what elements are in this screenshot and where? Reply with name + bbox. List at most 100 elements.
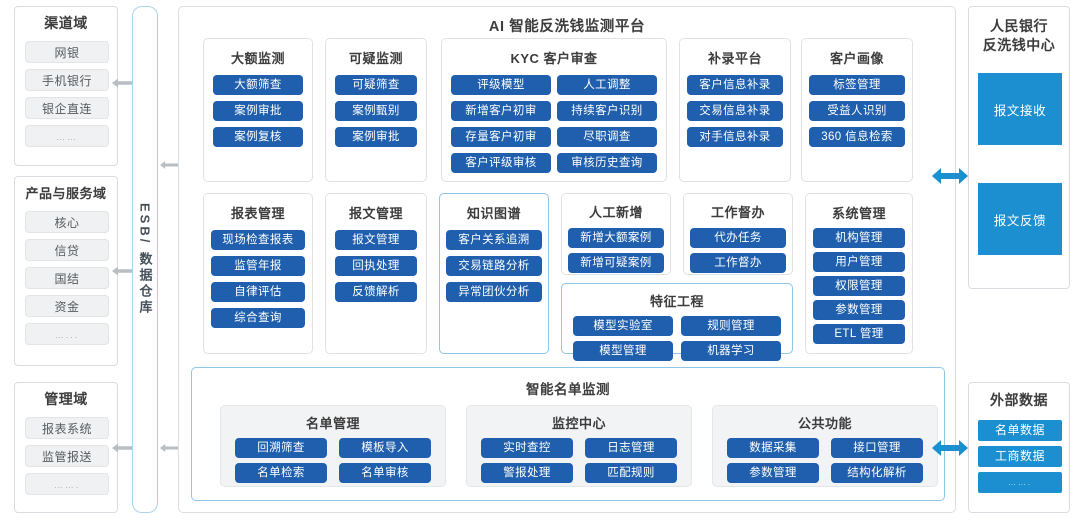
feature-button[interactable]: 新增大额案例: [568, 228, 664, 248]
feature-button[interactable]: 客户信息补录: [687, 75, 783, 95]
feature-button[interactable]: 新增可疑案例: [568, 253, 664, 273]
feature-button[interactable]: 参数管理: [813, 300, 905, 320]
arrow-esb-to-platform-top: [160, 158, 184, 172]
domain-panel-channel: 渠道域 网银 手机银行 银企直连 ……: [14, 6, 118, 166]
feature-button[interactable]: 案例复核: [213, 127, 303, 147]
domain-item[interactable]: 银企直连: [25, 97, 109, 119]
card-title: 大额监测: [230, 51, 285, 66]
feature-button[interactable]: 模型管理: [573, 341, 673, 361]
card-customer-profile: 客户画像 标签管理 受益人识别 360 信息检索: [801, 38, 913, 182]
card-title: 名单管理: [305, 416, 360, 431]
feature-button[interactable]: 机器学习: [681, 341, 781, 361]
card-kyc-customer-review: KYC 客户审查 评级模型 人工调整 新增客户初审 持续客户识别 存量客户初审 …: [441, 38, 667, 182]
feature-button[interactable]: 新增客户初审: [451, 101, 551, 121]
feature-button[interactable]: ETL 管理: [813, 324, 905, 344]
domain-item-more[interactable]: ……: [25, 125, 109, 147]
feature-button[interactable]: 案例审批: [213, 101, 303, 121]
card-large-amount-monitor: 大额监测 大额筛查 案例审批 案例复核: [203, 38, 313, 182]
domain-item-more[interactable]: …….: [25, 473, 109, 495]
feature-button[interactable]: 匹配规则: [585, 463, 677, 483]
feature-button[interactable]: 持续客户识别: [557, 101, 657, 121]
feature-button[interactable]: 数据采集: [727, 438, 819, 458]
feature-button[interactable]: 尽职调查: [557, 127, 657, 147]
feature-button[interactable]: 存量客户初审: [451, 127, 551, 147]
card-supplement-platform: 补录平台 客户信息补录 交易信息补录 对手信息补录: [679, 38, 791, 182]
card-knowledge-graph: 知识图谱 客户关系追溯 交易链路分析 异常团伙分析: [439, 193, 549, 354]
card-title: 公共功能: [797, 416, 852, 431]
feature-button[interactable]: 名单检索: [235, 463, 327, 483]
feature-button[interactable]: 实时查控: [481, 438, 573, 458]
feature-button[interactable]: 警报处理: [481, 463, 573, 483]
feature-button[interactable]: 案例甄别: [335, 101, 417, 121]
feature-button[interactable]: 受益人识别: [809, 101, 905, 121]
domain-item[interactable]: 核心: [25, 211, 109, 233]
domain-item[interactable]: 国结: [25, 267, 109, 289]
feature-button[interactable]: 模板导入: [339, 438, 431, 458]
domain-item[interactable]: 资金: [25, 295, 109, 317]
feature-button[interactable]: 评级模型: [451, 75, 551, 95]
feature-button[interactable]: 工作督办: [690, 253, 786, 273]
panel-title: 渠道域: [44, 15, 88, 31]
card-suspicious-monitor: 可疑监测 可疑筛查 案例甄别 案例审批: [325, 38, 427, 182]
feature-button[interactable]: 接口管理: [831, 438, 923, 458]
feature-button[interactable]: 大额筛查: [213, 75, 303, 95]
feature-button[interactable]: 客户关系追溯: [446, 230, 542, 250]
card-message-management: 报文管理 报文管理 回执处理 反馈解析: [325, 193, 427, 354]
feature-button[interactable]: 对手信息补录: [687, 127, 783, 147]
feature-button[interactable]: 标签管理: [809, 75, 905, 95]
feature-button[interactable]: 结构化解析: [831, 463, 923, 483]
feature-button[interactable]: 现场检查报表: [211, 230, 305, 250]
card-public-functions: 公共功能 数据采集 接口管理 参数管理 结构化解析: [712, 405, 938, 487]
external-data-item[interactable]: 工商数据: [978, 446, 1062, 467]
panel-title: 外部数据: [990, 392, 1048, 408]
domain-item[interactable]: 报表系统: [25, 417, 109, 439]
esb-label: ESB/ 数据仓库: [137, 203, 153, 316]
feature-button[interactable]: 机构管理: [813, 228, 905, 248]
feature-button[interactable]: 模型实验室: [573, 316, 673, 336]
feature-button[interactable]: 异常团伙分析: [446, 282, 542, 302]
card-title: 系统管理: [831, 206, 886, 221]
arrow-external-to-platform: [932, 437, 968, 459]
feature-button[interactable]: 交易链路分析: [446, 256, 542, 276]
feature-button[interactable]: 参数管理: [727, 463, 819, 483]
domain-item-more[interactable]: …...: [25, 323, 109, 345]
feature-button[interactable]: 日志管理: [585, 438, 677, 458]
feature-button[interactable]: 名单审核: [339, 463, 431, 483]
feature-button[interactable]: 审核历史查询: [557, 153, 657, 173]
domain-item[interactable]: 监管报送: [25, 445, 109, 467]
feature-button[interactable]: 权限管理: [813, 276, 905, 296]
message-feedback-block[interactable]: 报文反馈: [978, 183, 1062, 255]
feature-button[interactable]: 监管年报: [211, 256, 305, 276]
feature-button[interactable]: 综合查询: [211, 308, 305, 328]
feature-button[interactable]: 案例审批: [335, 127, 417, 147]
card-feature-engineering: 特征工程 模型实验室 规则管理 模型管理 机器学习: [561, 283, 793, 361]
feature-button[interactable]: 客户评级审核: [451, 153, 551, 173]
feature-button[interactable]: 交易信息补录: [687, 101, 783, 121]
message-receive-block[interactable]: 报文接收: [978, 73, 1062, 145]
external-data-item[interactable]: 名单数据: [978, 420, 1062, 441]
card-title: KYC 客户审查: [510, 51, 598, 66]
feature-button[interactable]: 用户管理: [813, 252, 905, 272]
feature-button[interactable]: 自律评估: [211, 282, 305, 302]
ai-aml-platform: AI 智能反洗钱监测平台 大额监测 大额筛查 案例审批 案例复核 可疑监测 可疑…: [178, 6, 956, 513]
card-title: 报文管理: [348, 206, 403, 221]
platform-title: AI 智能反洗钱监测平台: [488, 19, 646, 35]
feature-button[interactable]: 规则管理: [681, 316, 781, 336]
feature-button[interactable]: 人工调整: [557, 75, 657, 95]
feature-button[interactable]: 回执处理: [335, 256, 417, 276]
domain-item[interactable]: 手机银行: [25, 69, 109, 91]
feature-button[interactable]: 360 信息检索: [809, 127, 905, 147]
card-work-supervision: 工作督办 代办任务 工作督办: [683, 193, 793, 275]
section-title: 智能名单监测: [526, 382, 610, 397]
external-data-item-more[interactable]: …….: [978, 472, 1062, 493]
feature-button[interactable]: 回溯筛查: [235, 438, 327, 458]
card-title: 知识图谱: [466, 206, 521, 221]
feature-button[interactable]: 可疑筛查: [335, 75, 417, 95]
domain-item[interactable]: 信贷: [25, 239, 109, 261]
card-list-management: 名单管理 回溯筛查 模板导入 名单检索 名单审核: [220, 405, 446, 487]
feature-button[interactable]: 代办任务: [690, 228, 786, 248]
domain-item[interactable]: 网银: [25, 41, 109, 63]
feature-button[interactable]: 反馈解析: [335, 282, 417, 302]
feature-button[interactable]: 报文管理: [335, 230, 417, 250]
